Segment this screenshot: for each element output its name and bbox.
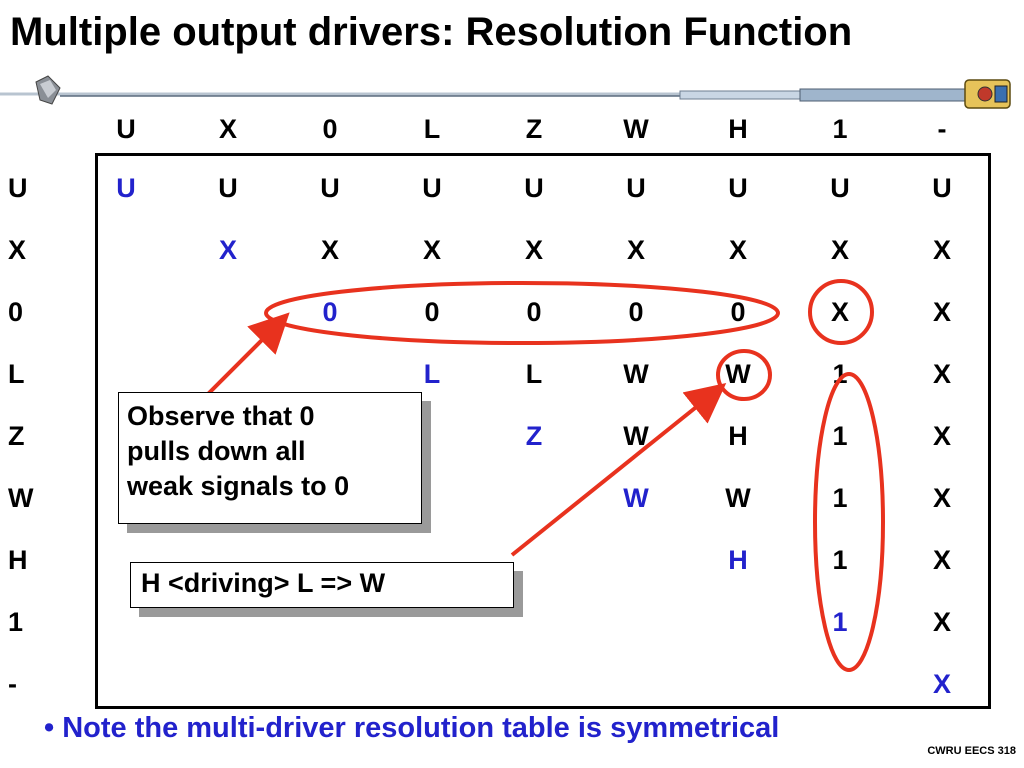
row-label: H [8,545,28,575]
row-label: - [8,669,17,699]
table-cell: W [725,483,751,513]
callout-line: Observe that 0 [127,401,315,431]
table-cell: U [626,173,646,203]
table-cell: 0 [628,297,644,327]
slide-title: Multiple output drivers: Resolution Func… [10,10,853,54]
column-header: X [218,114,237,144]
column-header: L [423,114,441,144]
table-cell: U [830,173,850,203]
table-cell: H [728,545,748,575]
table-cell: 1 [832,483,848,513]
row-label: L [8,359,25,389]
row-label: W [8,483,34,513]
row-label: X [8,235,27,265]
table-cell: U [320,173,340,203]
table-cell: W [623,359,649,389]
table-cell: U [116,173,136,203]
resolution-table-border [95,153,991,709]
table-cell: 0 [730,297,746,327]
table-cell: X [218,235,237,265]
table-cell: W [623,421,649,451]
row-label: 1 [8,607,24,637]
table-cell: 0 [424,297,440,327]
table-cell: U [932,173,952,203]
table-cell: X [932,669,951,699]
table-cell: X [932,483,951,513]
column-header: 0 [322,114,338,144]
table-cell: X [932,297,951,327]
table-cell: X [932,421,951,451]
table-cell: 0 [526,297,542,327]
table-cell: H [728,421,748,451]
zero-pulldown-callout: Observe that 0 pulls down all weak signa… [118,392,422,524]
table-cell: X [830,235,849,265]
bullet-note: • Note the multi-driver resolution table… [44,712,779,745]
driving-callout: H <driving> L => W [130,562,514,608]
table-cell: X [932,235,951,265]
table-cell: X [932,607,951,637]
table-cell: X [524,235,543,265]
column-header: W [623,114,649,144]
column-header: U [116,114,136,144]
table-cell: X [728,235,747,265]
table-cell: L [525,359,543,389]
table-cell: 1 [832,545,848,575]
callout-line: weak signals to 0 [127,471,350,501]
table-cell: X [932,359,951,389]
column-header: - [937,114,947,144]
footer-label: CWRU EECS 318 [927,745,1016,757]
column-header: 1 [832,114,848,144]
table-cell: W [725,359,751,389]
table-cell: U [218,173,238,203]
table-cell: X [626,235,645,265]
table-cell: X [830,297,849,327]
table-cell: 0 [322,297,338,327]
table-cell: U [422,173,442,203]
decorative-divider [0,75,1011,109]
bullet-text: Note the multi-driver resolution table i… [62,712,780,744]
table-cell: U [728,173,748,203]
table-cell: X [932,545,951,575]
column-header: H [728,114,748,144]
table-cell: 1 [832,359,848,389]
table-cell: X [320,235,339,265]
table-cell: X [422,235,441,265]
table-cell: Z [525,421,543,451]
table-cell: U [524,173,544,203]
bullet-icon: • [44,712,55,744]
callout-line: pulls down all [127,436,306,466]
table-cell: 1 [832,421,848,451]
table-cell: 1 [832,607,848,637]
row-label: U [8,173,28,203]
column-header: Z [525,114,543,144]
row-label: Z [8,421,25,451]
table-cell: W [623,483,649,513]
table-cell: L [423,359,441,389]
row-label: 0 [8,297,24,327]
